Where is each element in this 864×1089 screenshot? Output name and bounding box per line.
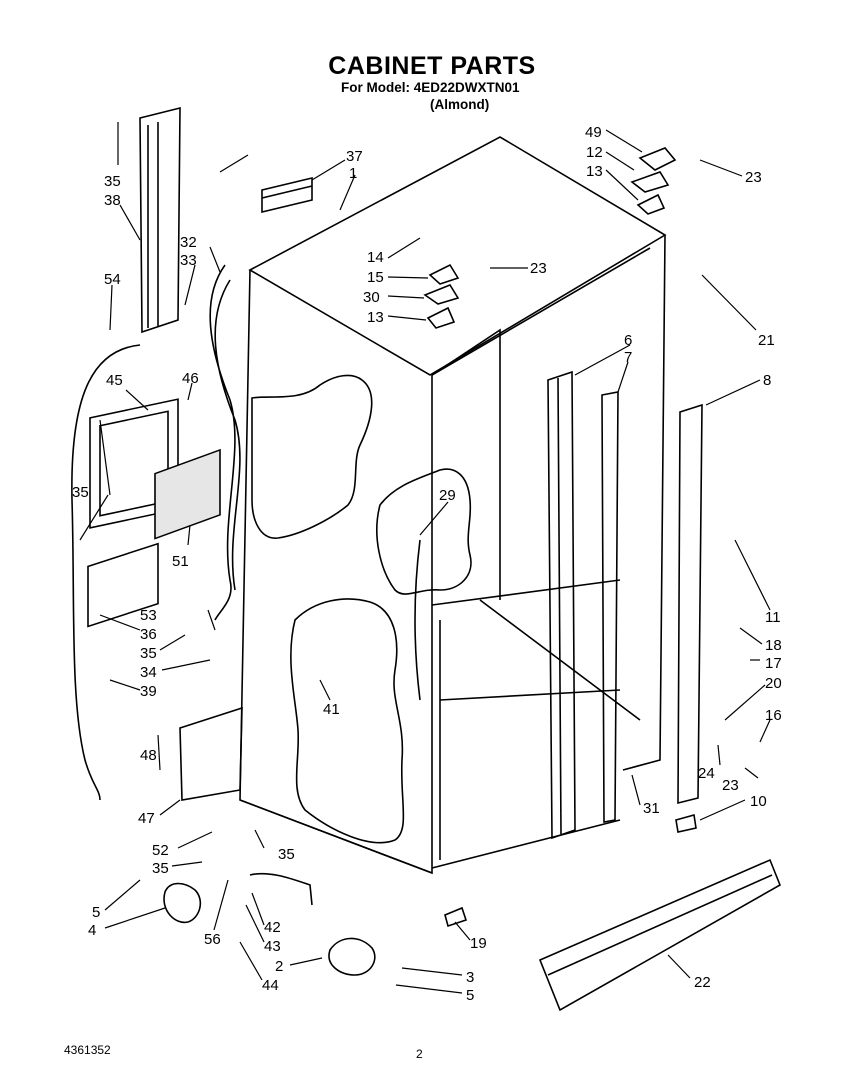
callout: 47 xyxy=(138,810,155,827)
callout: 43 xyxy=(264,938,281,955)
callout: 23 xyxy=(530,260,547,277)
callout: 5 xyxy=(466,987,474,1004)
callout: 35 xyxy=(140,645,157,662)
callout: 49 xyxy=(585,124,602,141)
heater-7 xyxy=(601,391,619,823)
roller-2 xyxy=(328,937,376,976)
strip-8 xyxy=(677,403,703,805)
callout: 13 xyxy=(586,163,603,180)
callout: 7 xyxy=(624,349,632,366)
callout-labels: 35 38 54 45 46 35 36 35 34 39 53 51 32 3… xyxy=(72,124,782,1004)
callout: 4 xyxy=(88,922,96,939)
page-number: 2 xyxy=(416,1047,423,1061)
wiring-harness xyxy=(209,264,241,621)
color-line: (Almond) xyxy=(430,97,490,112)
document-number: 4361352 xyxy=(64,1043,111,1057)
power-cord xyxy=(71,344,141,801)
callout: 56 xyxy=(204,931,221,948)
cutout-lower xyxy=(290,598,405,844)
callout: 2 xyxy=(275,958,283,975)
page-title: CABINET PARTS xyxy=(328,52,536,80)
callout: 13 xyxy=(367,309,384,326)
callout: 46 xyxy=(182,370,199,387)
hinge-top-center xyxy=(423,263,460,329)
callout: 51 xyxy=(172,553,189,570)
cabinet-outline xyxy=(239,136,667,875)
callout: 3 xyxy=(466,969,474,986)
callout: 14 xyxy=(367,249,384,266)
callout: 5 xyxy=(92,904,100,921)
left-channel-strip xyxy=(139,106,181,334)
panel-36 xyxy=(87,542,159,628)
model-line: For Model: 4ED22DWXTN01 xyxy=(341,80,520,95)
callout: 23 xyxy=(745,169,762,186)
callout: 20 xyxy=(765,675,782,692)
callout: 15 xyxy=(367,269,384,286)
callout: 21 xyxy=(758,332,775,349)
callout: 35 xyxy=(278,846,295,863)
callout: 32 xyxy=(180,234,197,251)
leader-lines xyxy=(79,122,771,994)
callout: 39 xyxy=(140,683,157,700)
callout: 30 xyxy=(363,289,380,306)
panel-45-inner xyxy=(99,410,169,517)
callout: 17 xyxy=(765,655,782,672)
callout: 1 xyxy=(349,165,357,182)
callout: 16 xyxy=(765,707,782,724)
clip-10 xyxy=(675,813,697,833)
callout: 54 xyxy=(104,271,121,288)
callout: 23 xyxy=(722,777,739,794)
callout: 12 xyxy=(586,144,603,161)
bracket-47-48 xyxy=(179,706,243,801)
callout: 19 xyxy=(470,935,487,952)
callout: 35 xyxy=(72,484,89,501)
callout: 35 xyxy=(152,860,169,877)
cutout-middle xyxy=(376,468,472,595)
callout: 18 xyxy=(765,637,782,654)
roller-4 xyxy=(163,882,202,924)
callout: 48 xyxy=(140,747,157,764)
callout: 36 xyxy=(140,626,157,643)
callout: 10 xyxy=(750,793,767,810)
callout: 52 xyxy=(152,842,169,859)
grille-22 xyxy=(538,858,782,1012)
callout: 53 xyxy=(140,607,157,624)
callout: 24 xyxy=(698,765,715,782)
callout: 42 xyxy=(264,919,281,936)
callout: 38 xyxy=(104,192,121,209)
callout: 35 xyxy=(104,173,121,190)
callout: 44 xyxy=(262,977,279,994)
hinge-top-right xyxy=(630,147,677,215)
callout: 11 xyxy=(765,609,781,626)
callout: 31 xyxy=(643,800,660,817)
insulation-51 xyxy=(154,448,221,540)
callout: 6 xyxy=(624,332,632,349)
callout: 33 xyxy=(180,252,197,269)
tube-42 xyxy=(249,872,313,906)
callout: 37 xyxy=(346,148,363,165)
center-mullion-6 xyxy=(547,370,576,840)
panel-45 xyxy=(89,398,179,529)
callout: 41 xyxy=(323,701,340,718)
callout: 29 xyxy=(439,487,456,504)
callout: 45 xyxy=(106,372,123,389)
clip-19 xyxy=(444,906,468,928)
cutout-upper xyxy=(251,374,373,539)
callout: 8 xyxy=(763,372,771,389)
callout: 22 xyxy=(694,974,711,991)
callout: 34 xyxy=(140,664,157,681)
bracket-37 xyxy=(261,176,313,214)
